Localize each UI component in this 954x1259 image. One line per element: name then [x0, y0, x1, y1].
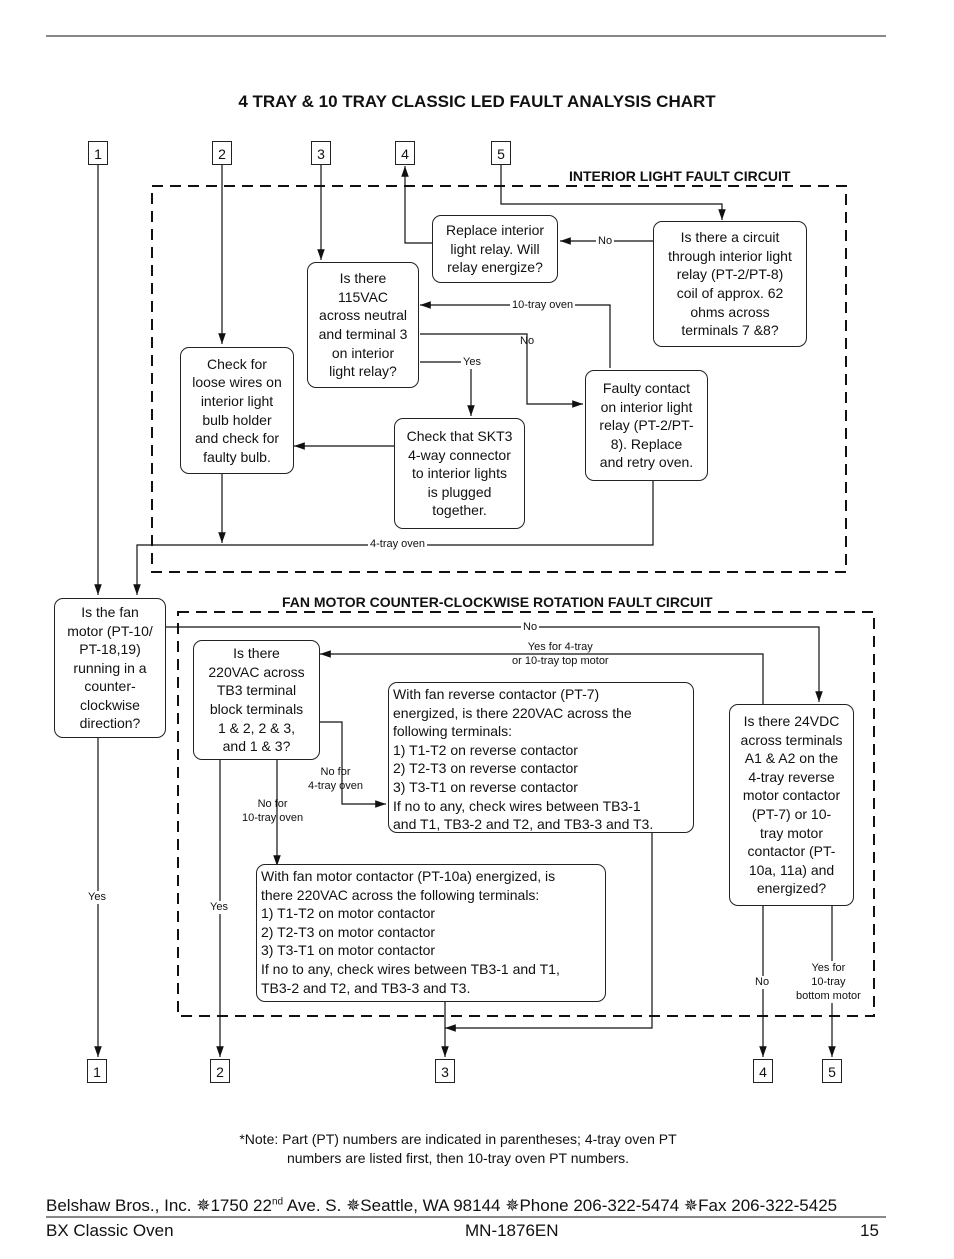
connector-4-bottom: 4 [753, 1059, 773, 1083]
label-no-24: No [753, 976, 772, 989]
chart-title: 4 TRAY & 10 TRAY CLASSIC LED FAULT ANALY… [238, 92, 716, 111]
footer-product: BX Classic Oven [46, 1221, 174, 1240]
connector-2-bottom: 2 [210, 1059, 230, 1083]
fan-motor-section-title: FAN MOTOR COUNTER-CLOCKWISE ROTATION FAU… [282, 594, 713, 610]
label-yes-fan: Yes [86, 891, 108, 904]
connector-5-top: 5 [491, 141, 511, 165]
connector-4-top: 4 [395, 141, 415, 165]
connector-3-top: 3 [311, 141, 331, 165]
pt-numbers-note: *Note: Part (PT) numbers are indicated i… [239, 1131, 677, 1166]
footer-doc-number: MN-1876EN [465, 1221, 559, 1240]
label-no-relay: No [596, 235, 615, 248]
label-4-tray-oven: 4-tray oven [368, 538, 428, 551]
footer-page-number: 15 [860, 1221, 879, 1240]
reverse-contactor-box: With fan reverse contactor (PT-7)energiz… [388, 682, 694, 833]
label-no-fan: No [521, 621, 540, 634]
connector-2-top: 2 [212, 141, 232, 165]
label-no-115: No [520, 335, 535, 347]
connector-3-bottom: 3 [435, 1059, 455, 1083]
label-yes-115: Yes [461, 356, 483, 369]
footer-address: Belshaw Bros., Inc. ✵1750 22nd Ave. S. ✵… [46, 1196, 838, 1215]
connector-1-bottom: 1 [87, 1059, 107, 1083]
interior-light-section-title: INTERIOR LIGHT FAULT CIRCUIT [569, 168, 791, 184]
label-yes-tb3: Yes [208, 901, 230, 914]
connector-1-top: 1 [88, 141, 108, 165]
connector-5-bottom: 5 [822, 1059, 842, 1083]
label-10-tray-oven: 10-tray oven [510, 299, 576, 312]
motor-contactor-box: With fan motor contactor (PT-10a) energi… [256, 864, 606, 1002]
